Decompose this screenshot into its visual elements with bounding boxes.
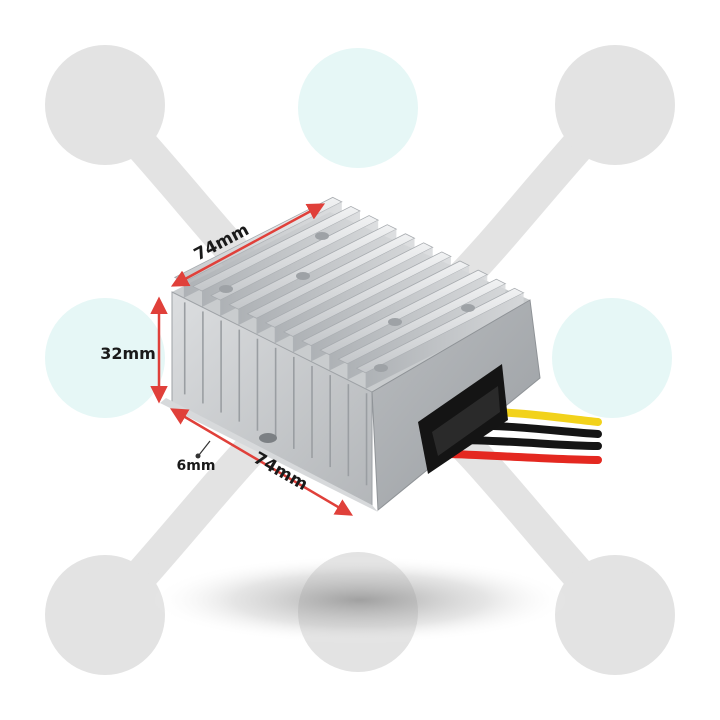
decor-circle-top-right	[555, 45, 675, 165]
decor-circle-top-left	[45, 45, 165, 165]
decor-circle-middle-right	[552, 298, 672, 418]
screw-post-2	[315, 232, 329, 240]
screw-post-3	[296, 272, 310, 280]
dim-label-hole: 6mm	[177, 458, 216, 474]
cable-gland-inner	[432, 386, 500, 456]
screw-post-1	[219, 285, 233, 293]
dim-arrow-bottom-length	[169, 408, 354, 516]
decor-circle-middle-left	[45, 298, 165, 418]
mounting-hole-front	[259, 433, 277, 443]
dim-arrow-top-length	[170, 203, 326, 287]
dim-label-height: 32mm	[100, 344, 156, 363]
hole-leader-line	[198, 440, 211, 456]
decor-circle-bottom-right	[555, 555, 675, 675]
mounting-hole-dot-icon	[195, 453, 201, 459]
decor-circle-top-center	[298, 48, 418, 168]
heatsink-fin-side	[365, 292, 524, 389]
screw-post-4	[388, 318, 402, 326]
wire-red	[446, 450, 602, 464]
floor-shadow	[150, 556, 570, 644]
screw-post-5	[461, 304, 475, 312]
screw-post-6	[374, 364, 388, 372]
decor-circle-bottom-left	[45, 555, 165, 675]
